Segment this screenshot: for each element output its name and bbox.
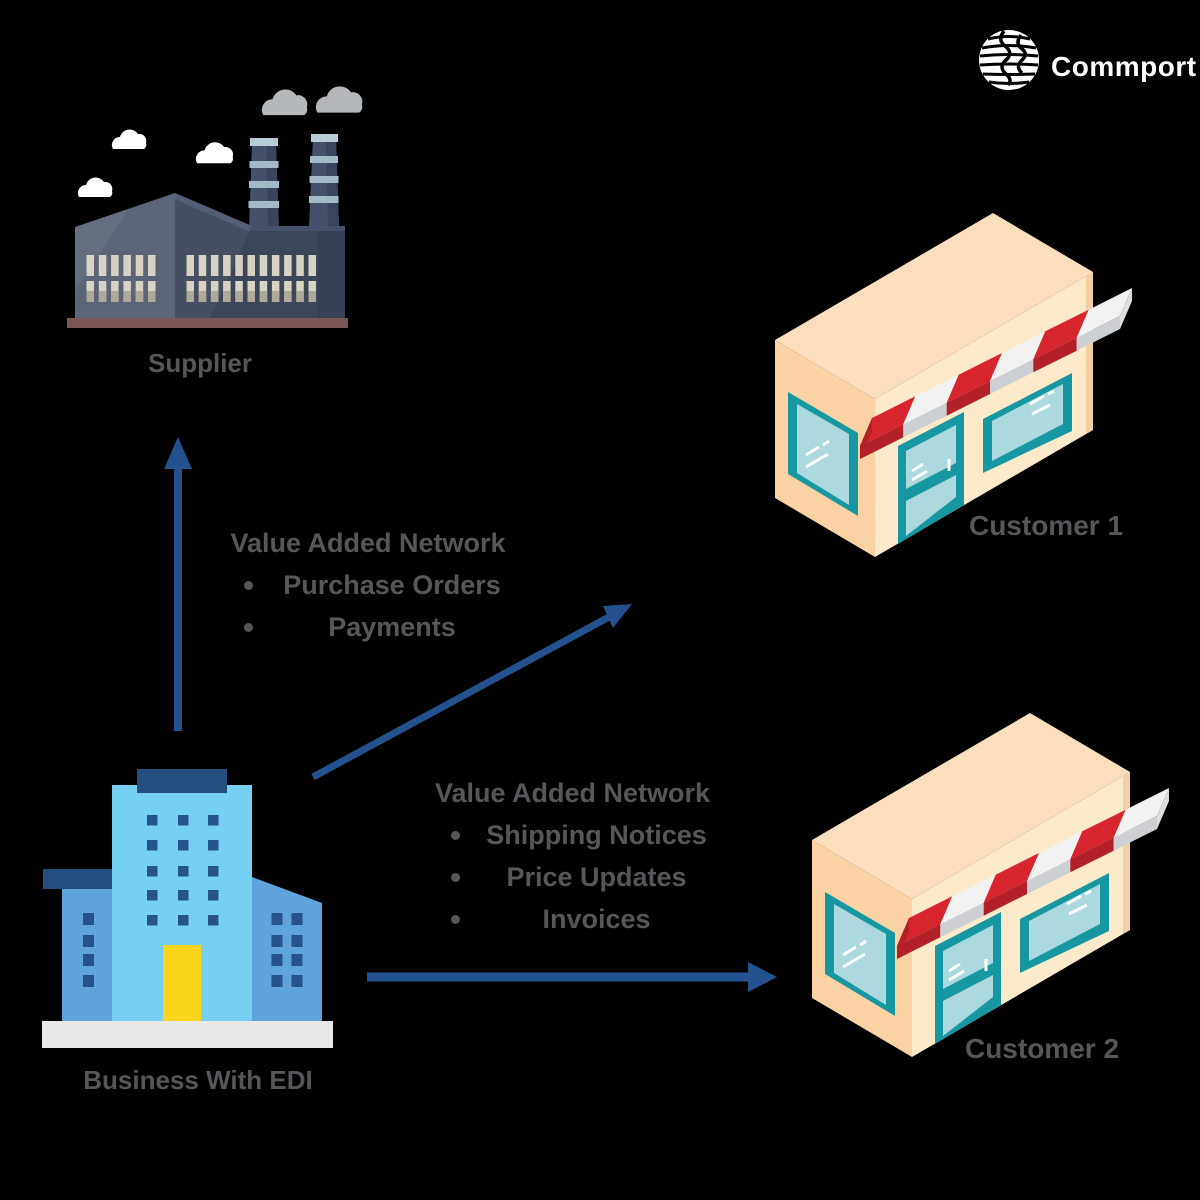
bullet-icon bbox=[244, 623, 253, 632]
list-item: Payments bbox=[218, 612, 518, 642]
customer1-label: Customer 1 bbox=[968, 510, 1124, 541]
bullet-icon bbox=[451, 873, 460, 882]
business-label: Business With EDI bbox=[83, 1065, 313, 1095]
globe-icon bbox=[979, 29, 1039, 90]
supplier-label: Supplier bbox=[147, 348, 252, 378]
arrow-business-to-customer1 bbox=[311, 604, 632, 781]
list-item: Price Updates bbox=[425, 862, 720, 892]
list-item: Purchase Orders bbox=[218, 570, 518, 600]
van-title: Value Added Network bbox=[230, 528, 506, 558]
commport-logo bbox=[979, 29, 1039, 90]
factory-illustration bbox=[67, 86, 363, 328]
office-building-illustration bbox=[42, 769, 333, 1048]
smokestacks bbox=[248, 134, 339, 231]
factory-building bbox=[67, 193, 348, 328]
bullet-icon bbox=[244, 581, 253, 590]
smoke-clouds bbox=[261, 86, 363, 116]
bullet-icon bbox=[451, 915, 460, 924]
van-block-customers: Value Added Network Shipping Notices Pri… bbox=[425, 778, 720, 934]
van-block-supplier: Value Added Network Purchase Orders Paym… bbox=[218, 528, 518, 642]
office-windows bbox=[147, 815, 219, 926]
arrow-business-to-customer2 bbox=[367, 962, 777, 992]
sky-clouds bbox=[77, 129, 234, 197]
arrow-business-to-supplier bbox=[164, 437, 192, 731]
office-base bbox=[42, 1021, 333, 1048]
bullet-icon bbox=[451, 831, 460, 840]
list-item: Invoices bbox=[425, 904, 720, 934]
list-item: Shipping Notices bbox=[425, 820, 720, 850]
office-door bbox=[163, 945, 201, 1021]
factory-base bbox=[67, 318, 348, 328]
customer2-label: Customer 2 bbox=[964, 1033, 1120, 1064]
van-title: Value Added Network bbox=[434, 778, 711, 808]
store-illustration-customer1 bbox=[773, 211, 1134, 559]
store-illustration-customer2 bbox=[810, 711, 1171, 1059]
brand-name: Commport bbox=[1051, 51, 1197, 82]
